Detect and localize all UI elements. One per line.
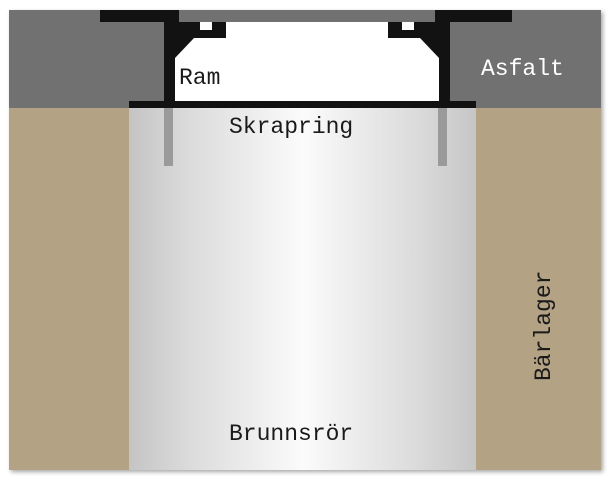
label-well-pipe: Brunnsrör <box>229 421 353 447</box>
frame-top-flange-right <box>439 10 512 22</box>
label-scraper-ring: Skrapring <box>229 114 353 140</box>
well-pipe <box>129 108 476 470</box>
frame-top-edge-left <box>175 10 179 24</box>
label-asphalt: Asfalt <box>481 56 564 82</box>
frame-wall-right <box>439 10 450 104</box>
frame-anchor-left <box>164 108 173 166</box>
frame-anchor-right <box>438 108 447 166</box>
frame-top-edge-right <box>435 10 439 24</box>
frame-wall-left <box>164 10 175 104</box>
frame-lip-left <box>175 22 226 58</box>
frame-top-flange-left <box>100 10 175 22</box>
frame <box>100 10 512 108</box>
label-base-layer: Bärlager <box>531 271 557 381</box>
label-frame: Ram <box>179 65 220 91</box>
frame-lip-right <box>388 22 439 58</box>
frame-bottom-plate <box>129 101 476 108</box>
